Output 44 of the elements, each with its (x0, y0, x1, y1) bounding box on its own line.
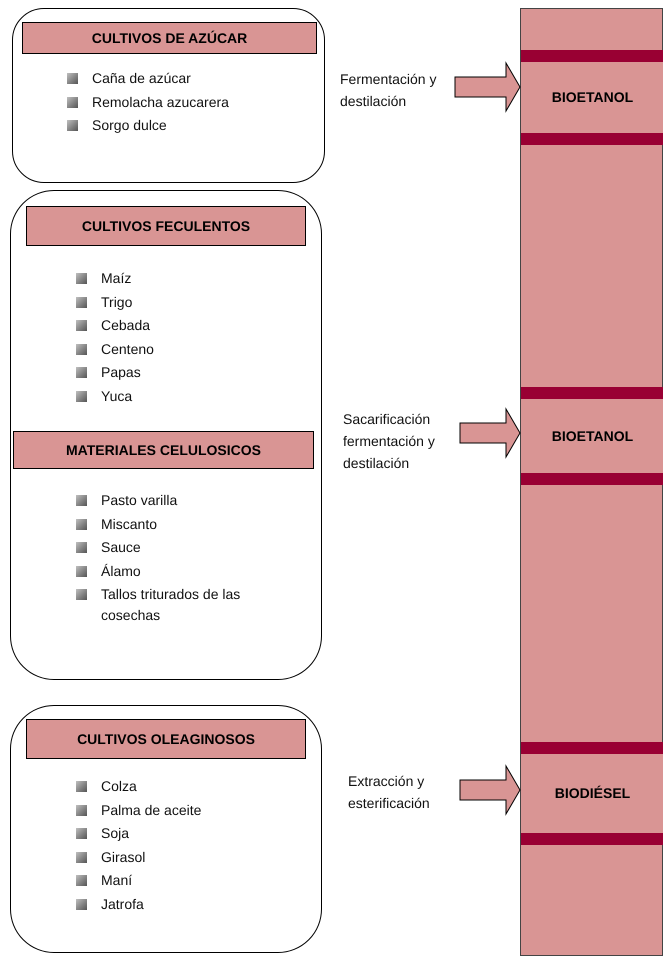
list-item: Sauce (101, 538, 141, 558)
edge-label: Extracción y esterificación (348, 772, 431, 813)
block-arrow (460, 764, 521, 816)
list-item: Caña de azúcar (92, 69, 191, 88)
list-item: Palma de aceite (101, 800, 202, 820)
list-item: Remolacha azucarera (92, 92, 229, 112)
list-item: Tallos triturados de las cosechas (101, 585, 242, 626)
product-label: BIOETANOL (552, 88, 634, 107)
list-item: Álamo (101, 562, 141, 581)
category-header (22, 22, 317, 54)
crop-group-box (10, 190, 322, 680)
product-label: BIODIÉSEL (554, 784, 630, 803)
list-item: Centeno (101, 340, 154, 359)
list-item: Soja (101, 824, 130, 844)
header-text: CULTIVOS FECULENTOS (82, 216, 250, 236)
crop-group-box (12, 8, 325, 183)
list-item: Sorgo dulce (92, 116, 167, 136)
header-text: MATERIALES CELULOSICOS (66, 440, 261, 460)
product-band (521, 50, 663, 145)
crop-group-box (10, 705, 322, 953)
list-item: Trigo (101, 292, 132, 312)
category-header (26, 206, 306, 246)
list-item: Jatrofa (101, 895, 144, 914)
edge-label: Sacarificación fermentación y destilación (343, 410, 436, 473)
list-item: Cebada (101, 316, 150, 336)
edge-label: Fermentación y destilación (340, 70, 438, 111)
list-item: Yuca (101, 387, 132, 406)
list-item: Papas (101, 363, 141, 382)
list-item: Girasol (101, 848, 146, 867)
product-label: BIOETANOL (552, 426, 634, 446)
category-header (13, 431, 314, 469)
product-column (520, 8, 663, 956)
category-header (26, 719, 306, 759)
header-text: CULTIVOS OLEAGINOSOS (77, 730, 255, 748)
list-item: Pasto varilla (101, 491, 178, 510)
header-text: CULTIVOS DE AZÚCAR (92, 28, 248, 48)
list-item: Maní (101, 871, 132, 890)
product-band (521, 387, 663, 485)
block-arrow (460, 407, 521, 459)
block-arrow (454, 61, 521, 113)
list-item: Colza (101, 777, 137, 796)
list-item: Miscanto (101, 514, 158, 534)
list-item: Maíz (101, 269, 132, 288)
product-band (521, 742, 663, 845)
